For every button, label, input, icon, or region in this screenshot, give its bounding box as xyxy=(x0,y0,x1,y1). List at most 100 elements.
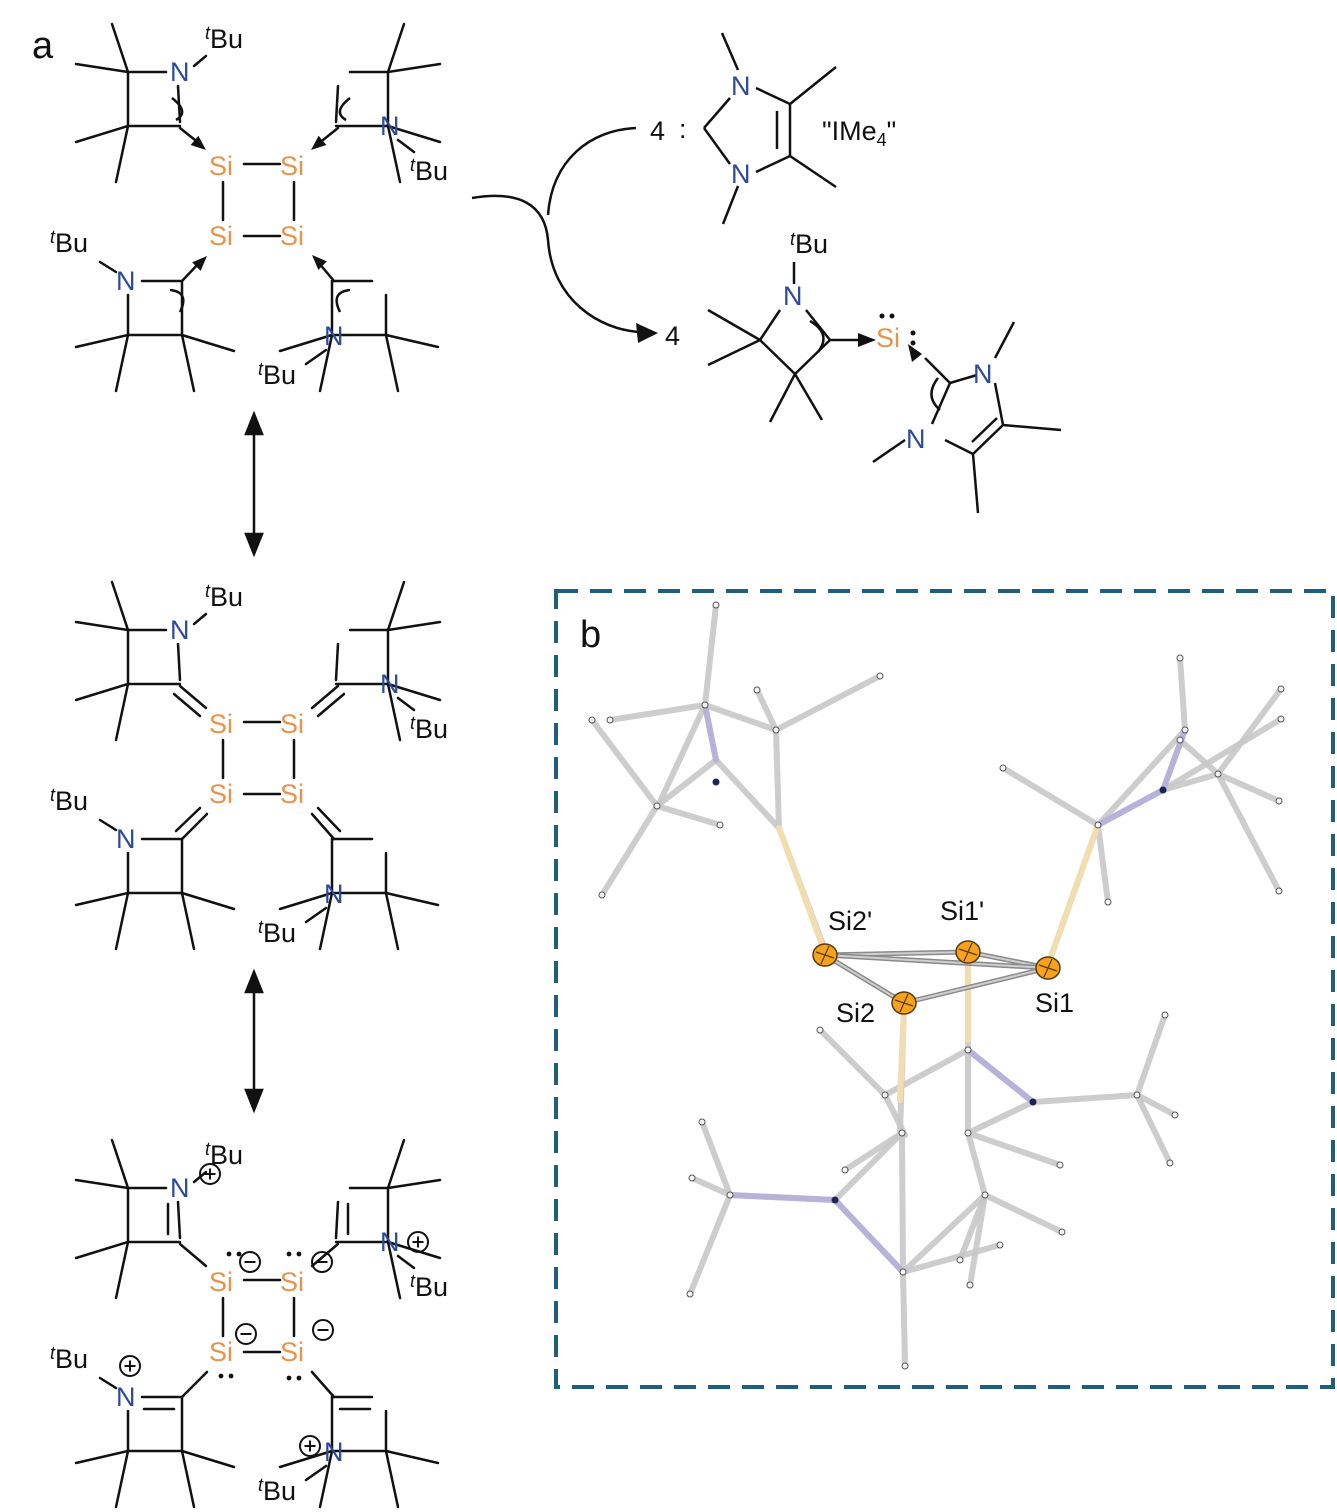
crystal-atom-c xyxy=(964,1129,972,1137)
crystal-atom-c xyxy=(1056,1161,1064,1169)
tbu-t: t xyxy=(205,581,211,601)
crystal-atom-c xyxy=(899,1268,907,1276)
crystal-atom-c xyxy=(996,1241,1004,1249)
crystal-bond xyxy=(599,803,660,898)
product-lone-pairs xyxy=(879,313,916,346)
crystal-atom-c xyxy=(999,764,1007,772)
crystal-atom-c xyxy=(653,802,661,810)
lone-pair-lr xyxy=(286,1375,302,1381)
c-si-double xyxy=(178,684,208,710)
methyl xyxy=(386,682,442,702)
methyl xyxy=(74,1178,130,1190)
c-si-double xyxy=(310,684,340,710)
crystal-bond xyxy=(1134,1092,1173,1166)
tbu-lr: tBu xyxy=(258,917,296,948)
lone-pair-ll xyxy=(218,1373,234,1379)
tbu-bu: Bu xyxy=(210,24,243,54)
methyl xyxy=(74,1240,130,1260)
n-atom-lr: N xyxy=(324,1437,344,1467)
si-atom-4: Si xyxy=(280,1337,304,1367)
lone-pair-dot xyxy=(296,1375,302,1381)
charge-n-ur xyxy=(407,1231,429,1253)
crystal-atom-n xyxy=(1029,1098,1037,1106)
si-atom-1: Si xyxy=(209,151,233,181)
crystal-bond xyxy=(655,702,708,809)
methyl xyxy=(278,333,334,353)
tbu-bu: Bu xyxy=(55,786,88,816)
c-si-double xyxy=(172,692,202,718)
n-atom-lr: N xyxy=(324,879,344,909)
charge-si-lr xyxy=(312,1319,334,1341)
crystal-bond-si-c xyxy=(1045,822,1101,968)
crystal-atom-c xyxy=(966,1281,974,1289)
arrow-ul xyxy=(190,135,206,150)
methyl xyxy=(180,1449,236,1469)
crystal-bond xyxy=(654,803,723,828)
crystal-bond xyxy=(965,1099,1036,1136)
tbu-t: t xyxy=(50,785,56,805)
si-atom-3: Si xyxy=(209,221,233,251)
n-tbu-bond xyxy=(192,612,208,626)
crystal-label-si2: Si2 xyxy=(836,998,875,1028)
crystal-si-si-highlight xyxy=(903,967,1049,1004)
methyl xyxy=(74,124,130,144)
ring-arc xyxy=(169,288,185,313)
methyl xyxy=(180,891,196,951)
methyl xyxy=(74,891,130,907)
crystal-atom-c xyxy=(964,1046,972,1054)
crystal-atom-n xyxy=(1159,786,1167,794)
tbu-t: t xyxy=(258,1475,264,1495)
ime4-name-sub: 4 xyxy=(877,130,887,150)
reagent-count: 4 xyxy=(650,116,665,146)
methyl xyxy=(180,333,236,353)
crystal-si-atoms xyxy=(812,940,1061,1015)
methyl xyxy=(386,682,402,742)
crystal-atom-c xyxy=(1275,797,1283,805)
tbu-bu: Bu xyxy=(55,1344,88,1374)
tbu-lr: tBu xyxy=(258,359,296,390)
tbu-ur: tBu xyxy=(410,155,448,186)
crystal-si-ellipsoid-axis xyxy=(963,942,973,962)
methyl xyxy=(318,891,334,951)
arrow-ll xyxy=(192,256,207,271)
ring-bond xyxy=(334,642,340,682)
methyl xyxy=(384,891,400,951)
methyl xyxy=(114,891,130,951)
crystal-atom-c xyxy=(1181,726,1189,734)
c-si-double xyxy=(180,812,209,841)
crystal-bond xyxy=(699,1119,733,1198)
tbu-ul: tBu xyxy=(205,1139,243,1170)
c-si-bond xyxy=(180,1370,209,1399)
tbu-t: t xyxy=(410,713,416,733)
crystal-si-si-highlight xyxy=(824,954,905,1004)
reagent-colon: : xyxy=(679,114,687,144)
crystal-atom-n xyxy=(712,778,720,786)
crystal-bond xyxy=(702,602,719,708)
crystal-atom-c xyxy=(1133,1091,1141,1099)
lone-pair-dot xyxy=(296,1251,302,1257)
crystal-atom-c xyxy=(898,1129,906,1137)
panel-label-a: a xyxy=(32,25,54,67)
methyl xyxy=(386,1240,402,1300)
crystal-bond xyxy=(900,1192,988,1275)
crystal-atom-c xyxy=(956,1256,964,1264)
lone-pair-dot xyxy=(286,1251,292,1257)
lone-pair-ur xyxy=(286,1251,302,1257)
tbu-t: t xyxy=(205,23,211,43)
methyl xyxy=(110,1138,130,1190)
crystal-bond xyxy=(1177,655,1188,733)
crystal-atom-c xyxy=(1277,715,1285,723)
methyl xyxy=(384,333,440,349)
lone-pair-dot xyxy=(236,1251,242,1257)
n-tbu-bond xyxy=(98,260,118,274)
crystal-bond xyxy=(1095,822,1111,905)
tbu-t: t xyxy=(410,155,416,175)
n-tbu-bond xyxy=(98,1376,118,1390)
si-atom-3: Si xyxy=(209,779,233,809)
arrow-lr xyxy=(312,255,327,270)
tbu-ur: tBu xyxy=(410,713,448,744)
tbu-bu: Bu xyxy=(55,228,88,258)
methyl xyxy=(318,333,334,393)
n-atom-ul: N xyxy=(170,1173,190,1203)
